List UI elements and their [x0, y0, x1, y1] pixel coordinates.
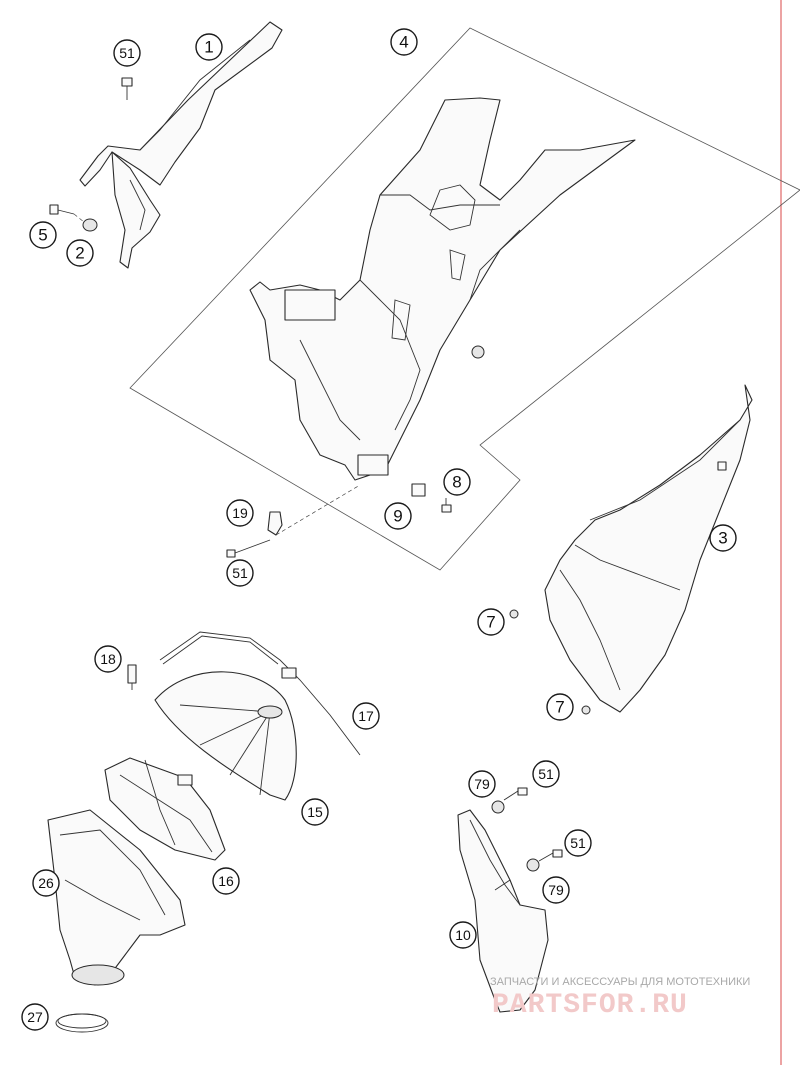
callout-10: 10 — [449, 921, 477, 949]
bolt-51-upper-right — [503, 787, 528, 801]
watermark-logo: PARTSFOR.RU — [492, 990, 688, 1021]
svg-text:18: 18 — [100, 651, 116, 667]
svg-text:5: 5 — [38, 226, 47, 245]
part-4-airbox[interactable] — [249, 97, 636, 481]
svg-text:79: 79 — [474, 776, 490, 792]
watermark-caption: ЗАПЧАСТИ И АКСЕССУАРЫ ДЛЯ МОТОТЕХНИКИ — [490, 976, 750, 988]
callout-18: 18 — [94, 645, 122, 673]
svg-text:51: 51 — [570, 835, 586, 851]
bolt-51-lower-right — [538, 849, 563, 862]
callout-1: 1 — [195, 33, 223, 61]
bolt-5 — [49, 204, 75, 215]
svg-text:16: 16 — [218, 873, 234, 889]
callout-17: 17 — [352, 702, 380, 730]
screw-8 — [441, 498, 452, 513]
callout-51-bracket: 51 — [226, 559, 254, 587]
callout-19: 19 — [226, 499, 254, 527]
callout-3: 3 — [709, 524, 737, 552]
nut-2 — [82, 218, 98, 232]
svg-text:15: 15 — [307, 804, 323, 820]
callout-8: 8 — [443, 468, 471, 496]
part-1-side-cover[interactable] — [79, 21, 283, 269]
assembly-frame-4 — [129, 27, 800, 571]
svg-text:19: 19 — [232, 505, 248, 521]
part-10-intake-cover[interactable] — [457, 809, 549, 1013]
clip-9 — [411, 483, 426, 497]
bracket-19 — [267, 511, 283, 536]
pin-18 — [127, 664, 137, 690]
svg-text:3: 3 — [718, 529, 727, 548]
washer-7-lower — [581, 705, 591, 715]
callout-4: 4 — [390, 28, 418, 56]
svg-text:4: 4 — [399, 33, 408, 52]
svg-text:1: 1 — [204, 38, 213, 57]
svg-text:51: 51 — [232, 565, 248, 581]
callout-27: 27 — [21, 1003, 49, 1031]
callout-5: 5 — [29, 221, 57, 249]
callout-79-upper: 79 — [468, 770, 496, 798]
svg-text:9: 9 — [393, 507, 402, 526]
svg-text:10: 10 — [455, 927, 471, 943]
callout-7-lower: 7 — [546, 693, 574, 721]
part-15-air-filter[interactable] — [154, 671, 297, 801]
callout-51-upper-right: 51 — [532, 760, 560, 788]
callout-79-lower: 79 — [542, 876, 570, 904]
svg-text:2: 2 — [75, 244, 84, 263]
svg-text:8: 8 — [452, 473, 461, 492]
svg-text:17: 17 — [358, 708, 374, 724]
bolt-51-bracket — [226, 539, 271, 558]
part-26-intake-boot[interactable] — [47, 809, 186, 986]
callout-51-lower-right: 51 — [564, 829, 592, 857]
washer-79-lower — [526, 858, 540, 872]
bolt-51-top — [121, 77, 133, 100]
svg-text:79: 79 — [548, 882, 564, 898]
svg-text:51: 51 — [119, 45, 135, 61]
svg-text:7: 7 — [486, 613, 495, 632]
svg-text:27: 27 — [27, 1009, 43, 1025]
callout-7-upper: 7 — [477, 608, 505, 636]
callout-16: 16 — [212, 867, 240, 895]
svg-text:7: 7 — [555, 698, 564, 717]
callout-26: 26 — [32, 869, 60, 897]
washer-79-upper — [491, 800, 505, 814]
svg-text:51: 51 — [538, 766, 554, 782]
callout-9: 9 — [384, 502, 412, 530]
washer-7-upper — [509, 609, 519, 619]
callout-15: 15 — [301, 798, 329, 826]
part-27-clamp[interactable] — [55, 1013, 109, 1033]
part-17-wire[interactable] — [159, 631, 361, 756]
svg-text:26: 26 — [38, 875, 54, 891]
callout-51-top: 51 — [113, 39, 141, 67]
part-16-filter-cage[interactable] — [104, 757, 226, 861]
callout-2: 2 — [66, 239, 94, 267]
